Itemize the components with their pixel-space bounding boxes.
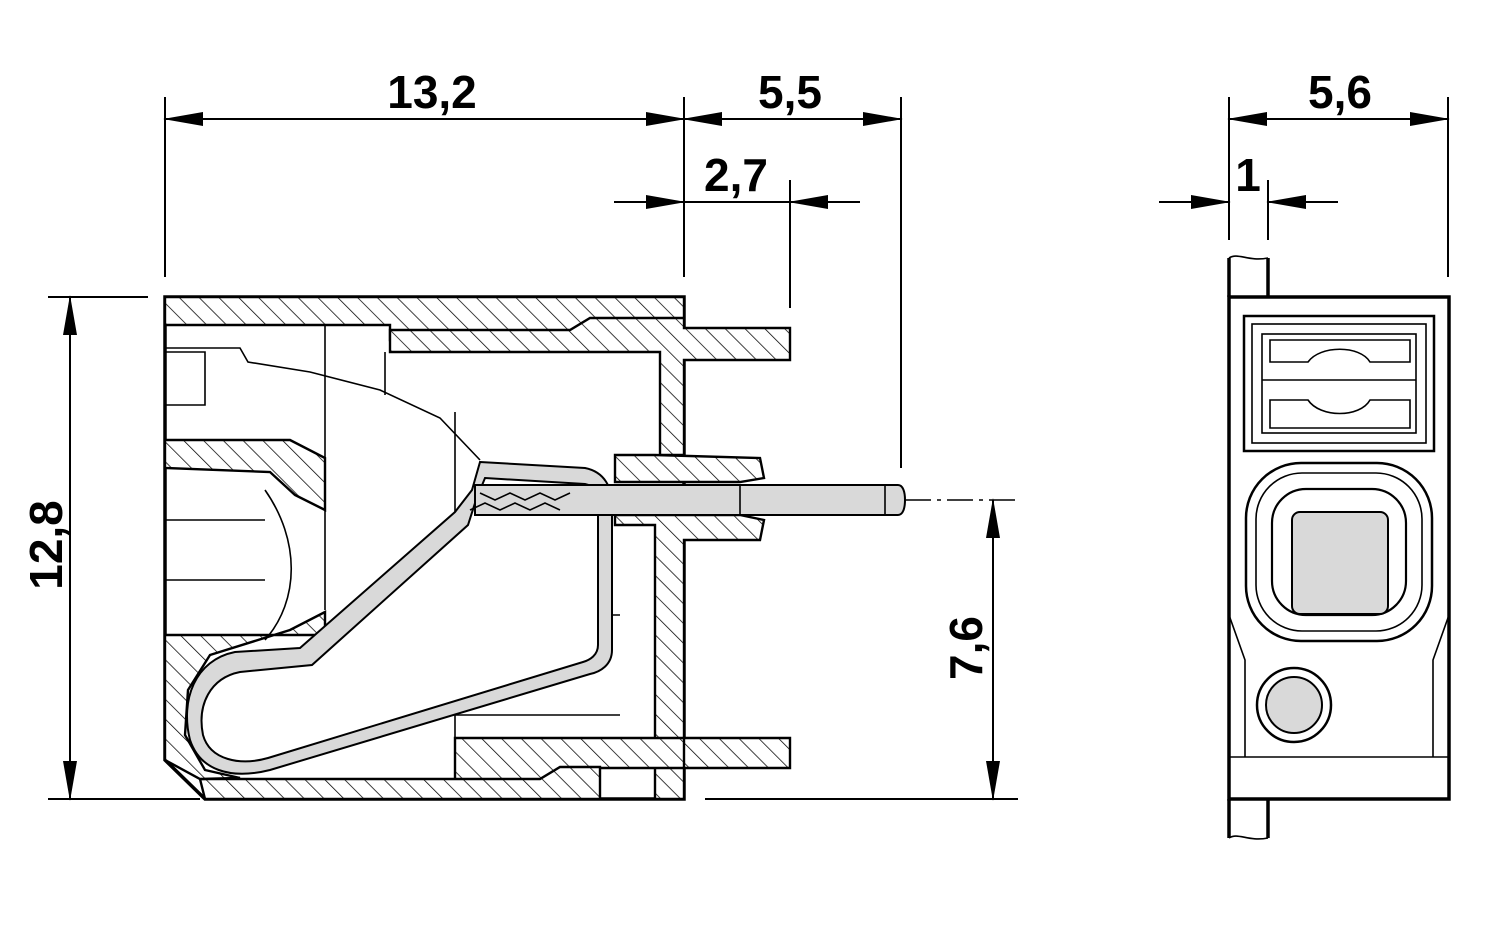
dim-height-pin: 7,6 [940,616,992,680]
dim-width-pin: 5,5 [758,66,822,118]
dim-side-offset: 1 [1235,149,1261,201]
dim-pin-offset: 2,7 [704,149,768,201]
dimension-lines [48,97,1450,801]
section-view [163,295,907,801]
dim-width-main: 13,2 [387,66,477,118]
side-view [1227,255,1451,840]
dim-height-total: 12,8 [20,500,72,590]
dim-width-side: 5,6 [1308,66,1372,118]
